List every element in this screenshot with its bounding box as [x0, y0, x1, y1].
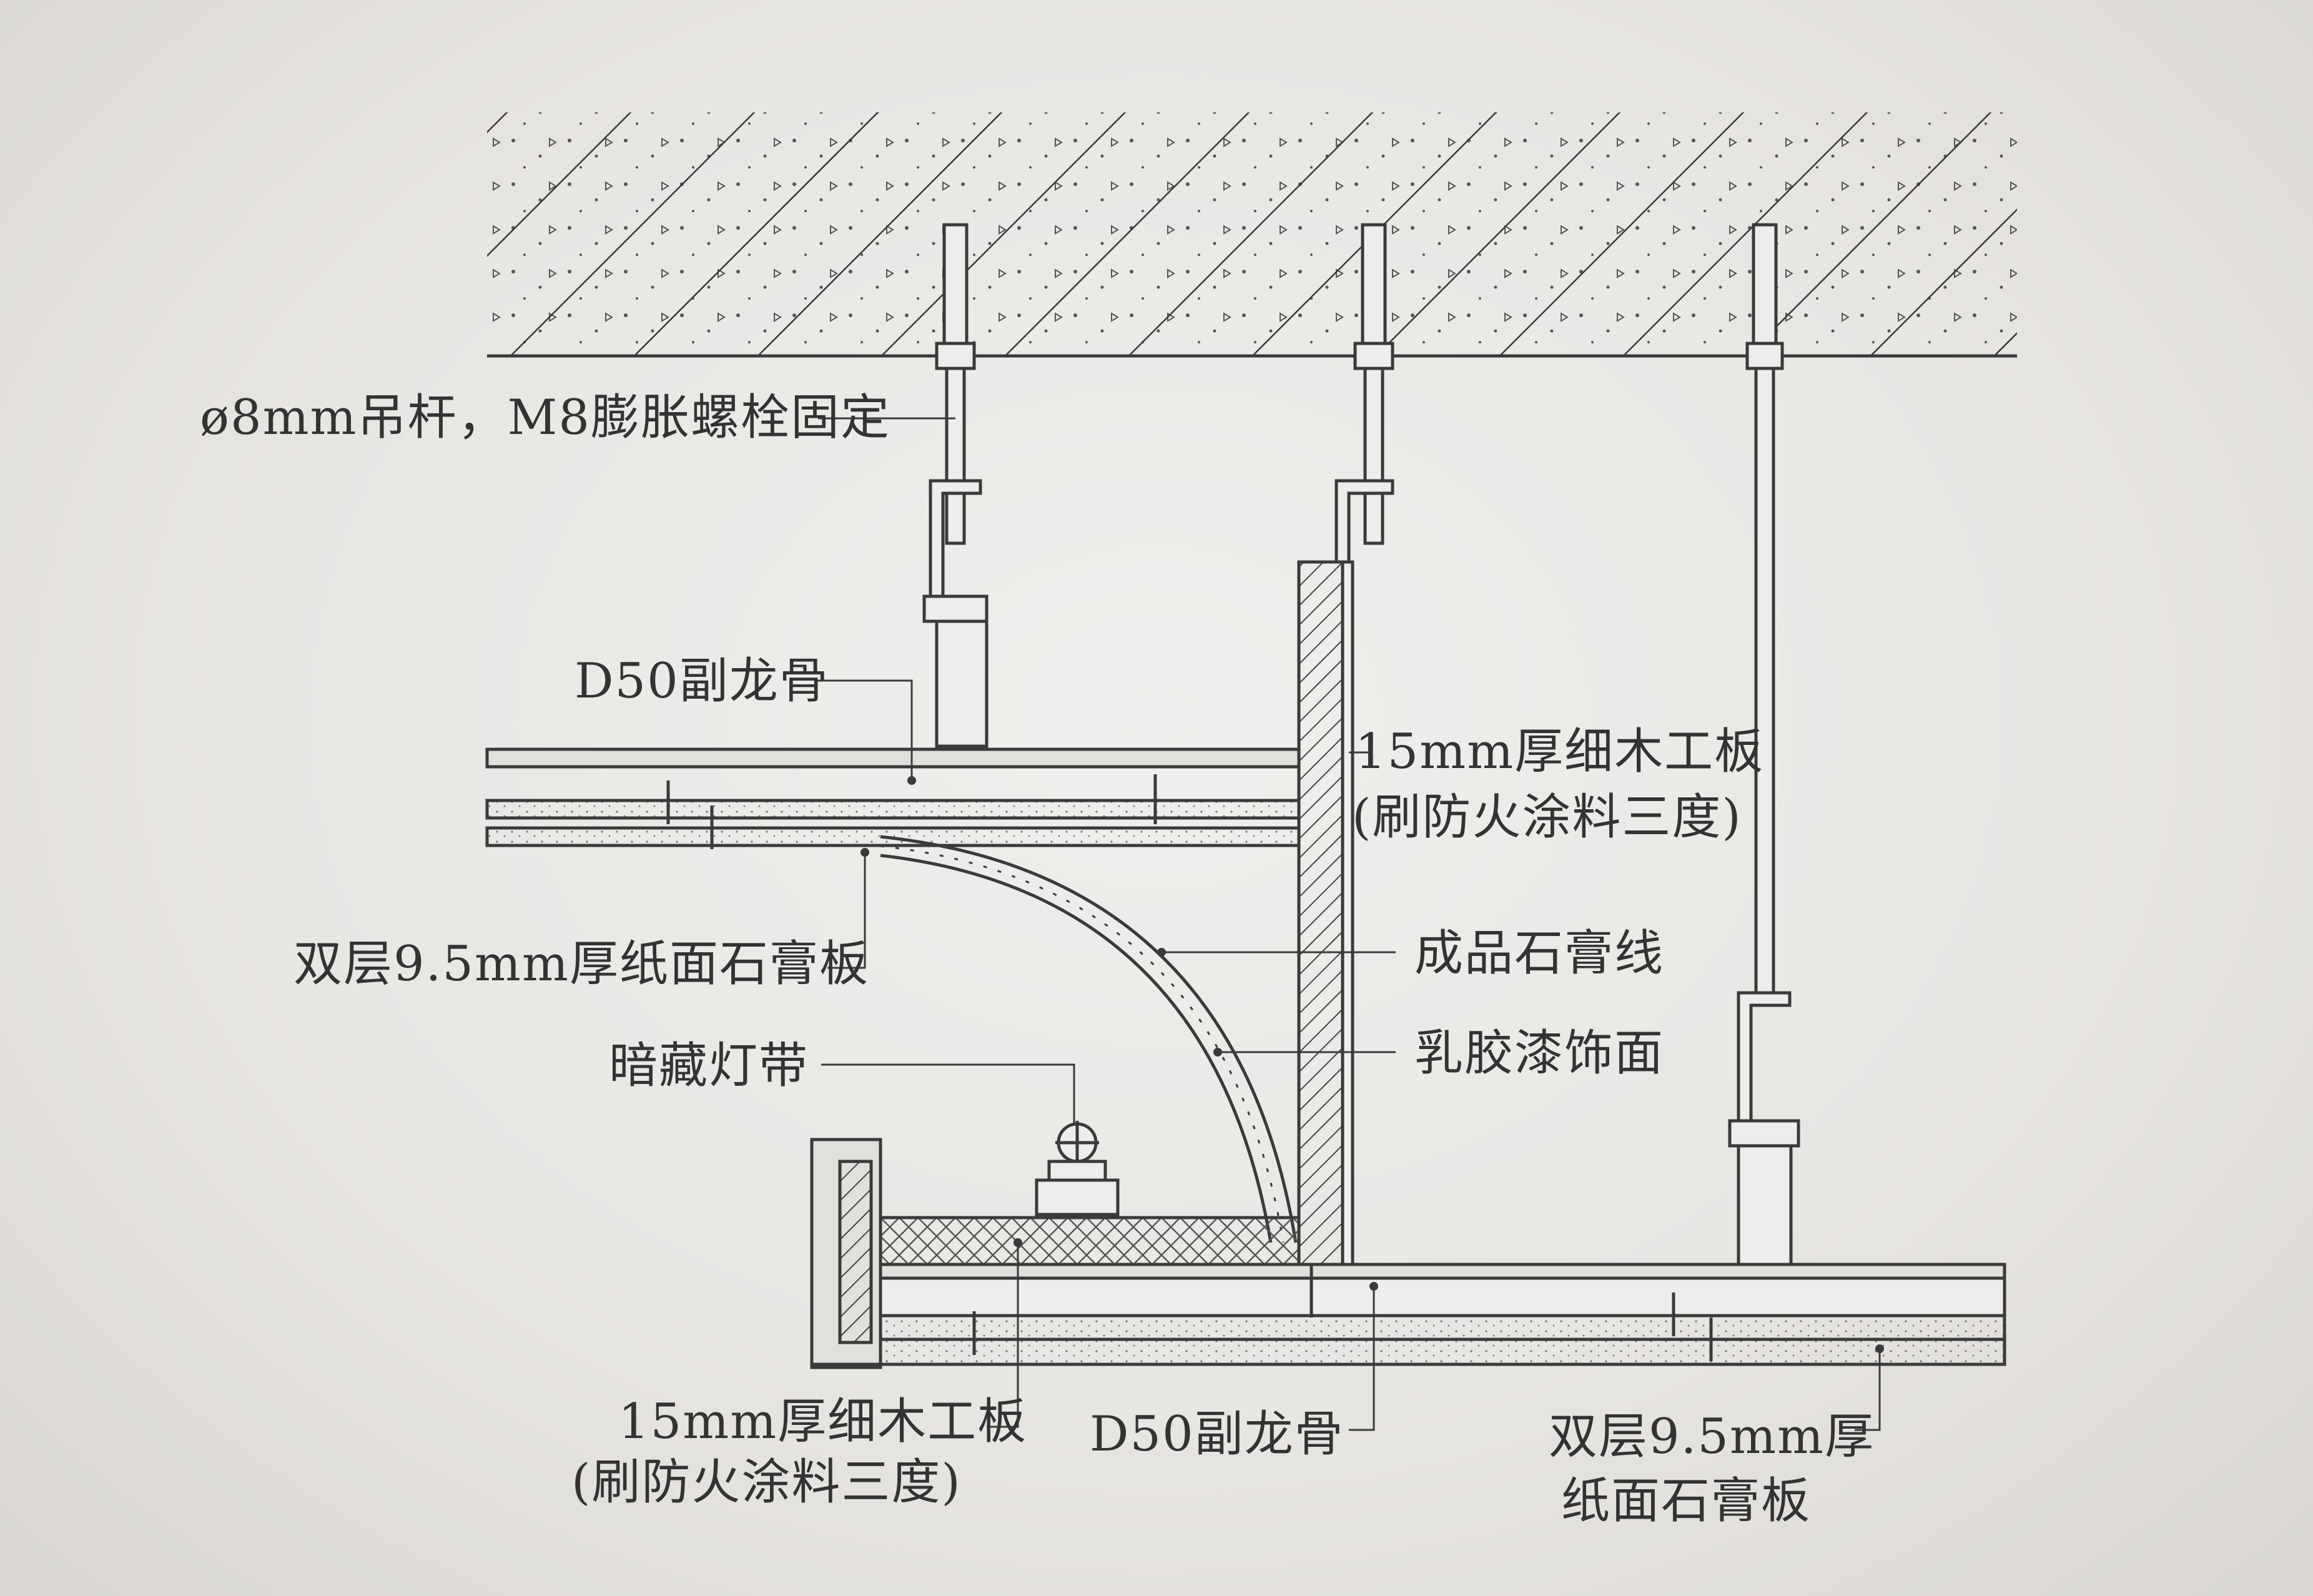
label-gypsum-lower-line1: 双层9.5mm厚 [1549, 1409, 1875, 1465]
label-d50-upper: D50副龙骨 [575, 653, 829, 709]
label-gypsum-molding: 成品石膏线 [1414, 925, 1665, 982]
concrete-slab [487, 112, 2017, 358]
label-board-lower-line2: (刷防火涂料三度) [571, 1454, 962, 1510]
hidden-light-fixture [1035, 1121, 1120, 1216]
leader-lines [815, 417, 1884, 1431]
label-latex-paint: 乳胶漆饰面 [1414, 1025, 1665, 1081]
label-board-lower-line1: 15mm厚细木工板 [618, 1394, 1028, 1450]
hanger-rod-middle [1334, 223, 1394, 564]
upper-ceiling [485, 747, 1301, 849]
label-board-upper-line2: (刷防火涂料三度) [1352, 789, 1742, 845]
label-d50-lower: D50副龙骨 [1090, 1406, 1344, 1462]
label-gypsum-double-upper: 双层9.5mm厚纸面石膏板 [293, 936, 869, 992]
gypsum-cove-molding [880, 835, 1298, 1243]
label-hidden-light: 暗藏灯带 [609, 1038, 809, 1094]
label-hanger-rod: ø8mm吊杆，M8膨胀螺栓固定 [200, 390, 891, 446]
lower-ceiling [810, 1138, 2006, 1369]
hanger-rod-right [1728, 223, 1800, 1266]
label-gypsum-lower-line2: 纸面石膏板 [1561, 1473, 1812, 1529]
vertical-board [1297, 560, 1354, 1266]
hanger-rod-left [922, 223, 989, 748]
label-board-upper-line1: 15mm厚细木工板 [1355, 724, 1765, 780]
